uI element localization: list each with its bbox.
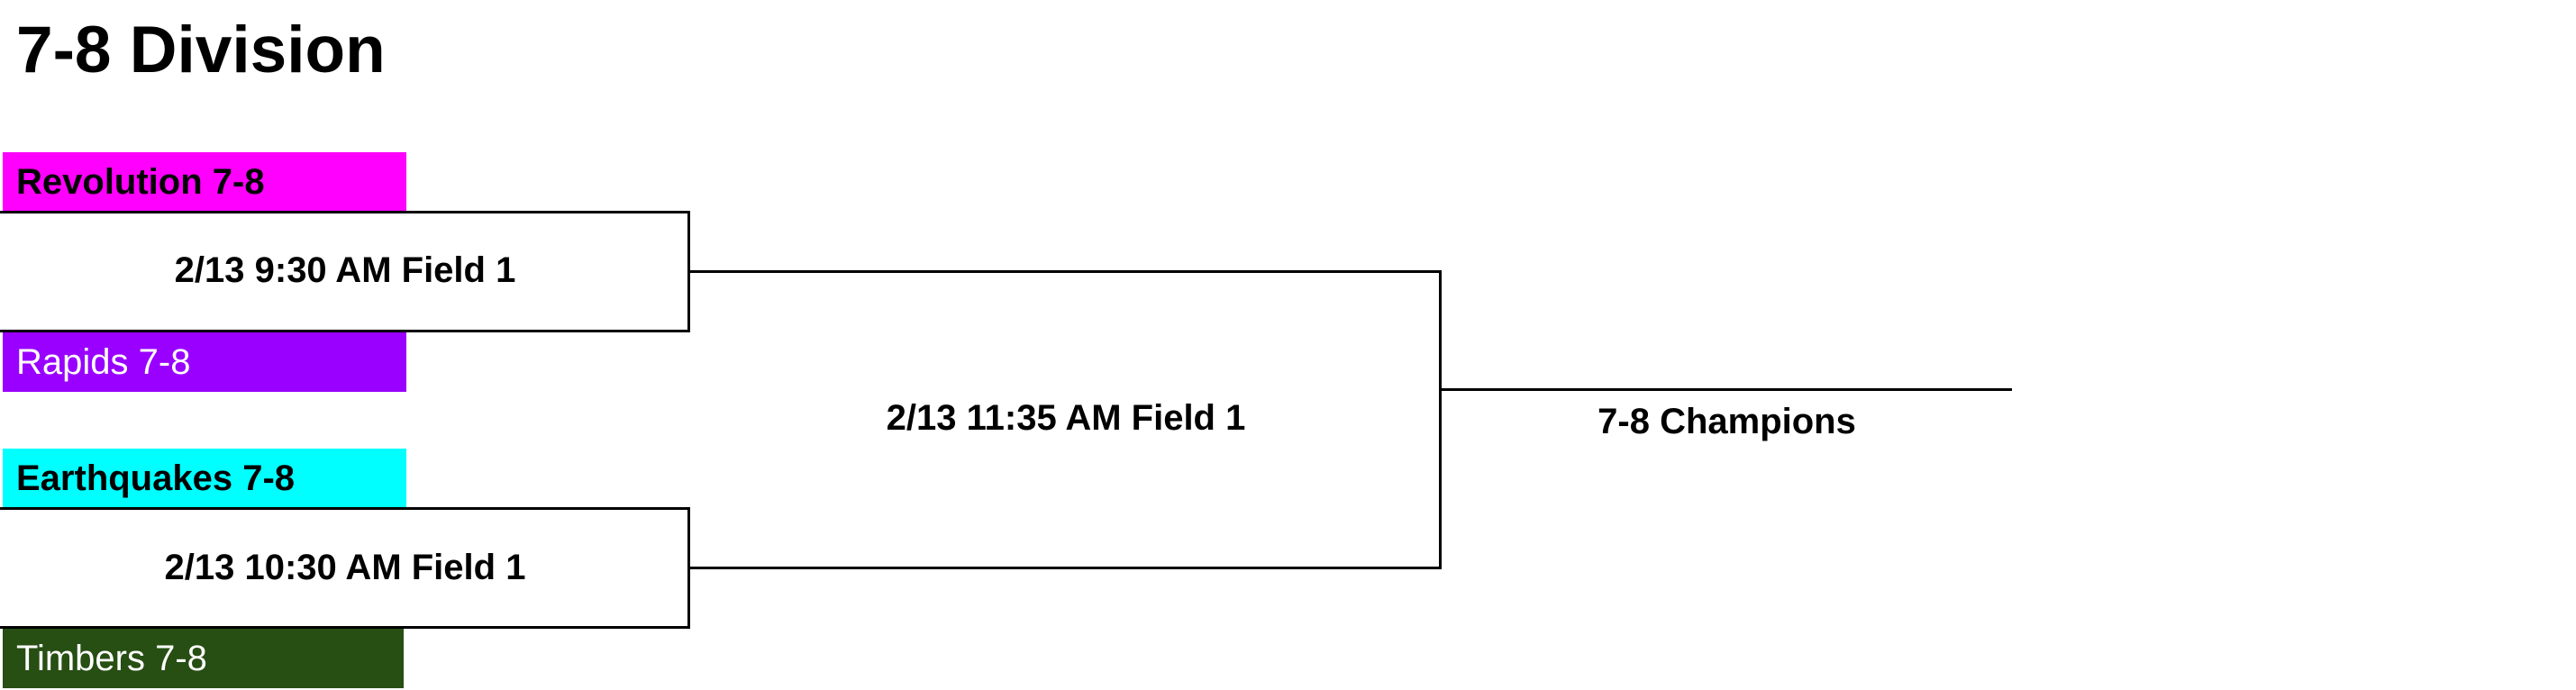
team-rapids: Rapids 7-8	[3, 332, 406, 392]
division-title: 7-8 Division	[16, 14, 386, 86]
bracket-line	[0, 626, 690, 629]
bracket-line	[0, 211, 690, 213]
bracket-line	[0, 507, 690, 510]
bracket-line	[687, 211, 690, 332]
match-label: 2/13 10:30 AM Field 1	[164, 548, 526, 587]
team-earthquakes: Earthquakes 7-8	[3, 449, 406, 508]
bracket-line	[690, 270, 1442, 273]
team-name: Earthquakes 7-8	[16, 458, 296, 498]
champion-label: 7-8 Champions	[1597, 402, 1856, 441]
bracket-line	[1439, 270, 1442, 569]
match-label: 2/13 9:30 AM Field 1	[174, 250, 516, 290]
final-match-label: 2/13 11:35 AM Field 1	[886, 398, 1246, 438]
team-revolution: Revolution 7-8	[3, 152, 406, 212]
bracket-line	[690, 567, 1442, 569]
team-name: Revolution 7-8	[16, 162, 265, 202]
champion-line	[1442, 388, 2012, 391]
team-name: Timbers 7-8	[16, 639, 207, 678]
bracket-line	[687, 507, 690, 629]
team-timbers: Timbers 7-8	[3, 629, 404, 688]
team-name: Rapids 7-8	[16, 342, 191, 382]
bracket-line	[0, 330, 690, 332]
